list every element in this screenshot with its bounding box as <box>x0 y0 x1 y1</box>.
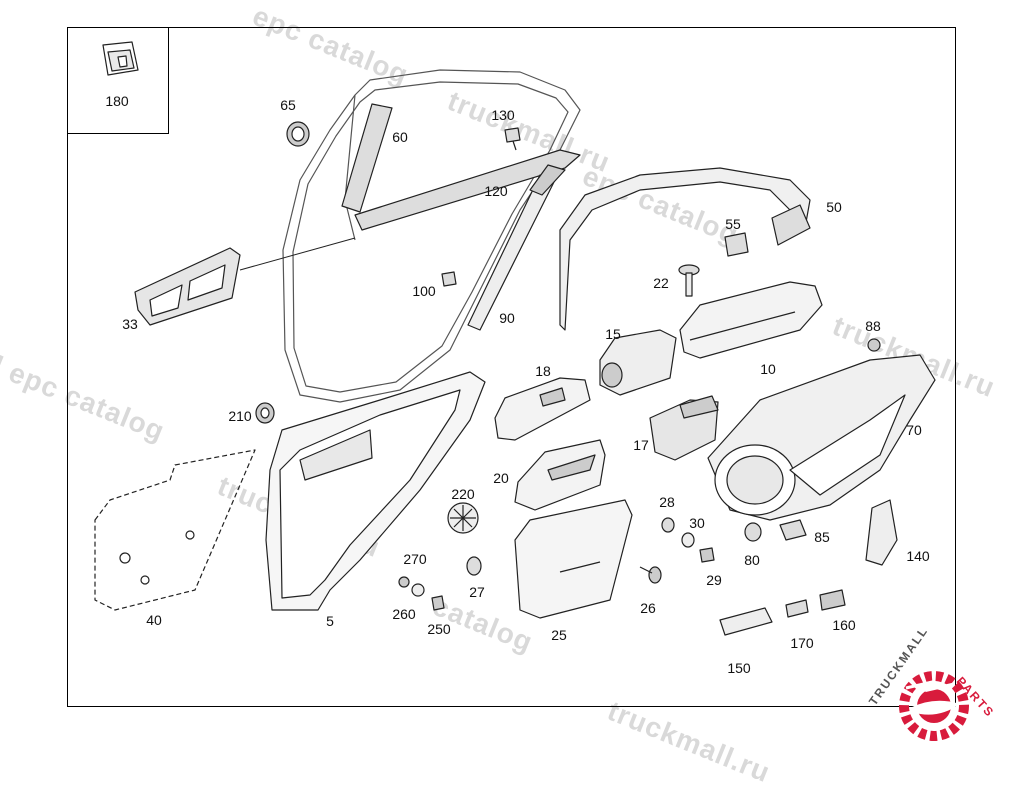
part-85-screw <box>779 519 807 541</box>
part-label-40: 40 <box>146 612 162 628</box>
part-140-handle <box>865 499 898 566</box>
part-label-210: 210 <box>228 408 252 424</box>
part-label-50: 50 <box>826 199 842 215</box>
part-label-25: 25 <box>551 627 567 643</box>
part-label-10: 10 <box>760 361 776 377</box>
part-40-foil <box>94 449 256 611</box>
part-label-22: 22 <box>653 275 669 291</box>
part-160-part <box>819 589 846 611</box>
truckmall-logo: TRUCKMALL PARTS <box>862 624 1024 750</box>
part-100-clip <box>441 271 457 287</box>
part-label-60: 60 <box>392 129 408 145</box>
part-label-250: 250 <box>427 621 451 637</box>
part-label-260: 260 <box>392 606 416 622</box>
part-label-18: 18 <box>535 363 551 379</box>
part-label-150: 150 <box>727 660 751 676</box>
part-label-160: 160 <box>832 617 856 633</box>
part-label-85: 85 <box>814 529 830 545</box>
part-10-armrest <box>679 281 823 359</box>
part-150-bracket <box>719 607 773 636</box>
part-270-washer <box>398 576 410 588</box>
part-label-17: 17 <box>633 437 649 453</box>
part-label-220: 220 <box>451 486 475 502</box>
part-26-screw <box>648 566 662 584</box>
inset-box <box>67 27 169 134</box>
part-33-grille <box>134 247 241 326</box>
part-label-26: 26 <box>640 600 656 616</box>
part-60-strip <box>341 103 393 213</box>
part-label-70: 70 <box>906 422 922 438</box>
part-18-panel <box>494 377 591 441</box>
part-label-30: 30 <box>689 515 705 531</box>
part-90-channel <box>467 174 556 331</box>
part-180-clip <box>102 41 139 76</box>
part-label-65: 65 <box>280 97 296 113</box>
parts-drawing <box>94 41 936 636</box>
part-label-29: 29 <box>706 572 722 588</box>
part-label-140: 140 <box>906 548 930 564</box>
part-label-33: 33 <box>122 316 138 332</box>
part-80-clip <box>744 522 762 542</box>
part-28-clip <box>661 517 675 533</box>
part-88-clip <box>867 338 881 352</box>
part-label-88: 88 <box>865 318 881 334</box>
part-170-part <box>785 599 809 618</box>
part-label-15: 15 <box>605 326 621 342</box>
part-29-screw <box>699 547 715 563</box>
part-25-pocket <box>514 499 633 619</box>
part-label-130: 130 <box>491 107 515 123</box>
part-label-80: 80 <box>744 552 760 568</box>
part-label-28: 28 <box>659 494 675 510</box>
inset-label: 180 <box>105 93 129 109</box>
part-label-5: 5 <box>326 613 334 629</box>
part-label-20: 20 <box>493 470 509 486</box>
part-label-120: 120 <box>484 183 508 199</box>
part-label-100: 100 <box>412 283 436 299</box>
part-260-washer <box>411 583 425 597</box>
part-27-clip <box>466 556 482 576</box>
part-label-270: 270 <box>403 551 427 567</box>
part-55-clip <box>724 232 749 257</box>
part-label-170: 170 <box>790 635 814 651</box>
diagram-frame <box>67 27 956 707</box>
part-label-90: 90 <box>499 310 515 326</box>
part-120-moulding <box>354 149 581 231</box>
part-30-washer <box>681 532 695 548</box>
part-label-27: 27 <box>469 584 485 600</box>
part-130-screw <box>504 127 521 143</box>
part-17-switch <box>649 399 719 461</box>
part-60-door-frame <box>282 69 581 403</box>
part-label-55: 55 <box>725 216 741 232</box>
part-250-screw <box>431 595 445 611</box>
